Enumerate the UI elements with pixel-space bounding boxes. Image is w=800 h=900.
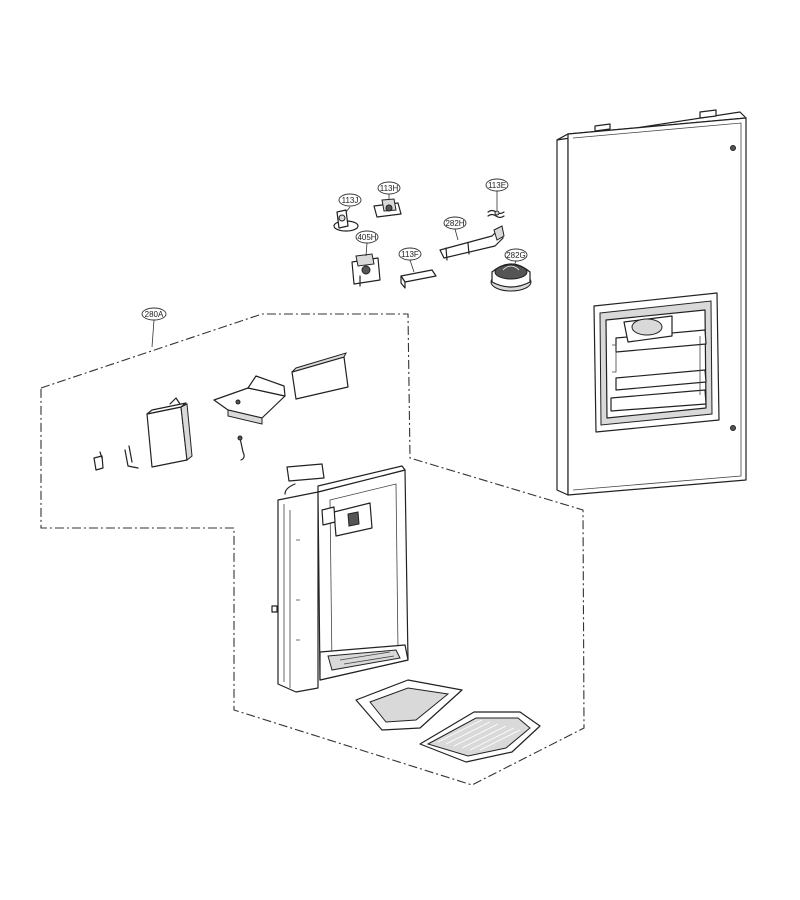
part-connector-board — [284, 463, 325, 495]
callout-113j: 113J — [338, 193, 362, 213]
callout-405h-label: 405H — [357, 233, 376, 242]
drip-tray — [355, 679, 463, 731]
part-113e-spring — [487, 209, 505, 219]
part-113h-valve — [373, 198, 402, 218]
part-spring-clip — [124, 445, 139, 469]
part-hook — [237, 435, 245, 461]
part-cover-panel — [146, 397, 193, 468]
callout-405h: 405H — [355, 230, 379, 257]
callout-280a-label: 280A — [145, 310, 164, 319]
callout-113f: 113F — [398, 247, 422, 273]
callout-282h-label: 282H — [445, 219, 464, 228]
callout-282h: 282H — [443, 216, 467, 241]
assembly-280a-outline — [40, 313, 585, 786]
part-113f-bracket — [400, 269, 437, 289]
callout-113h: 113H — [377, 181, 401, 200]
door-panel — [556, 109, 747, 496]
callout-113e-label: 113E — [488, 181, 506, 190]
part-282h-lever — [439, 225, 505, 261]
callout-113j-label: 113J — [342, 196, 359, 205]
callout-113h-label: 113H — [380, 184, 399, 193]
dispenser-housing — [271, 465, 409, 693]
part-clip-left — [93, 451, 104, 471]
drip-grille — [419, 711, 541, 763]
callout-113e: 113E — [485, 178, 509, 210]
callout-113f-label: 113F — [401, 250, 419, 259]
part-113j-bracket — [333, 209, 359, 232]
callout-280a: 280A — [141, 307, 167, 348]
part-cap-cover — [291, 352, 349, 400]
part-282g-cap — [490, 263, 532, 292]
callout-282g-label: 282G — [506, 251, 526, 260]
callout-282g: 282G — [504, 248, 528, 267]
part-405h-motor — [351, 253, 381, 287]
part-paddle — [213, 375, 286, 425]
